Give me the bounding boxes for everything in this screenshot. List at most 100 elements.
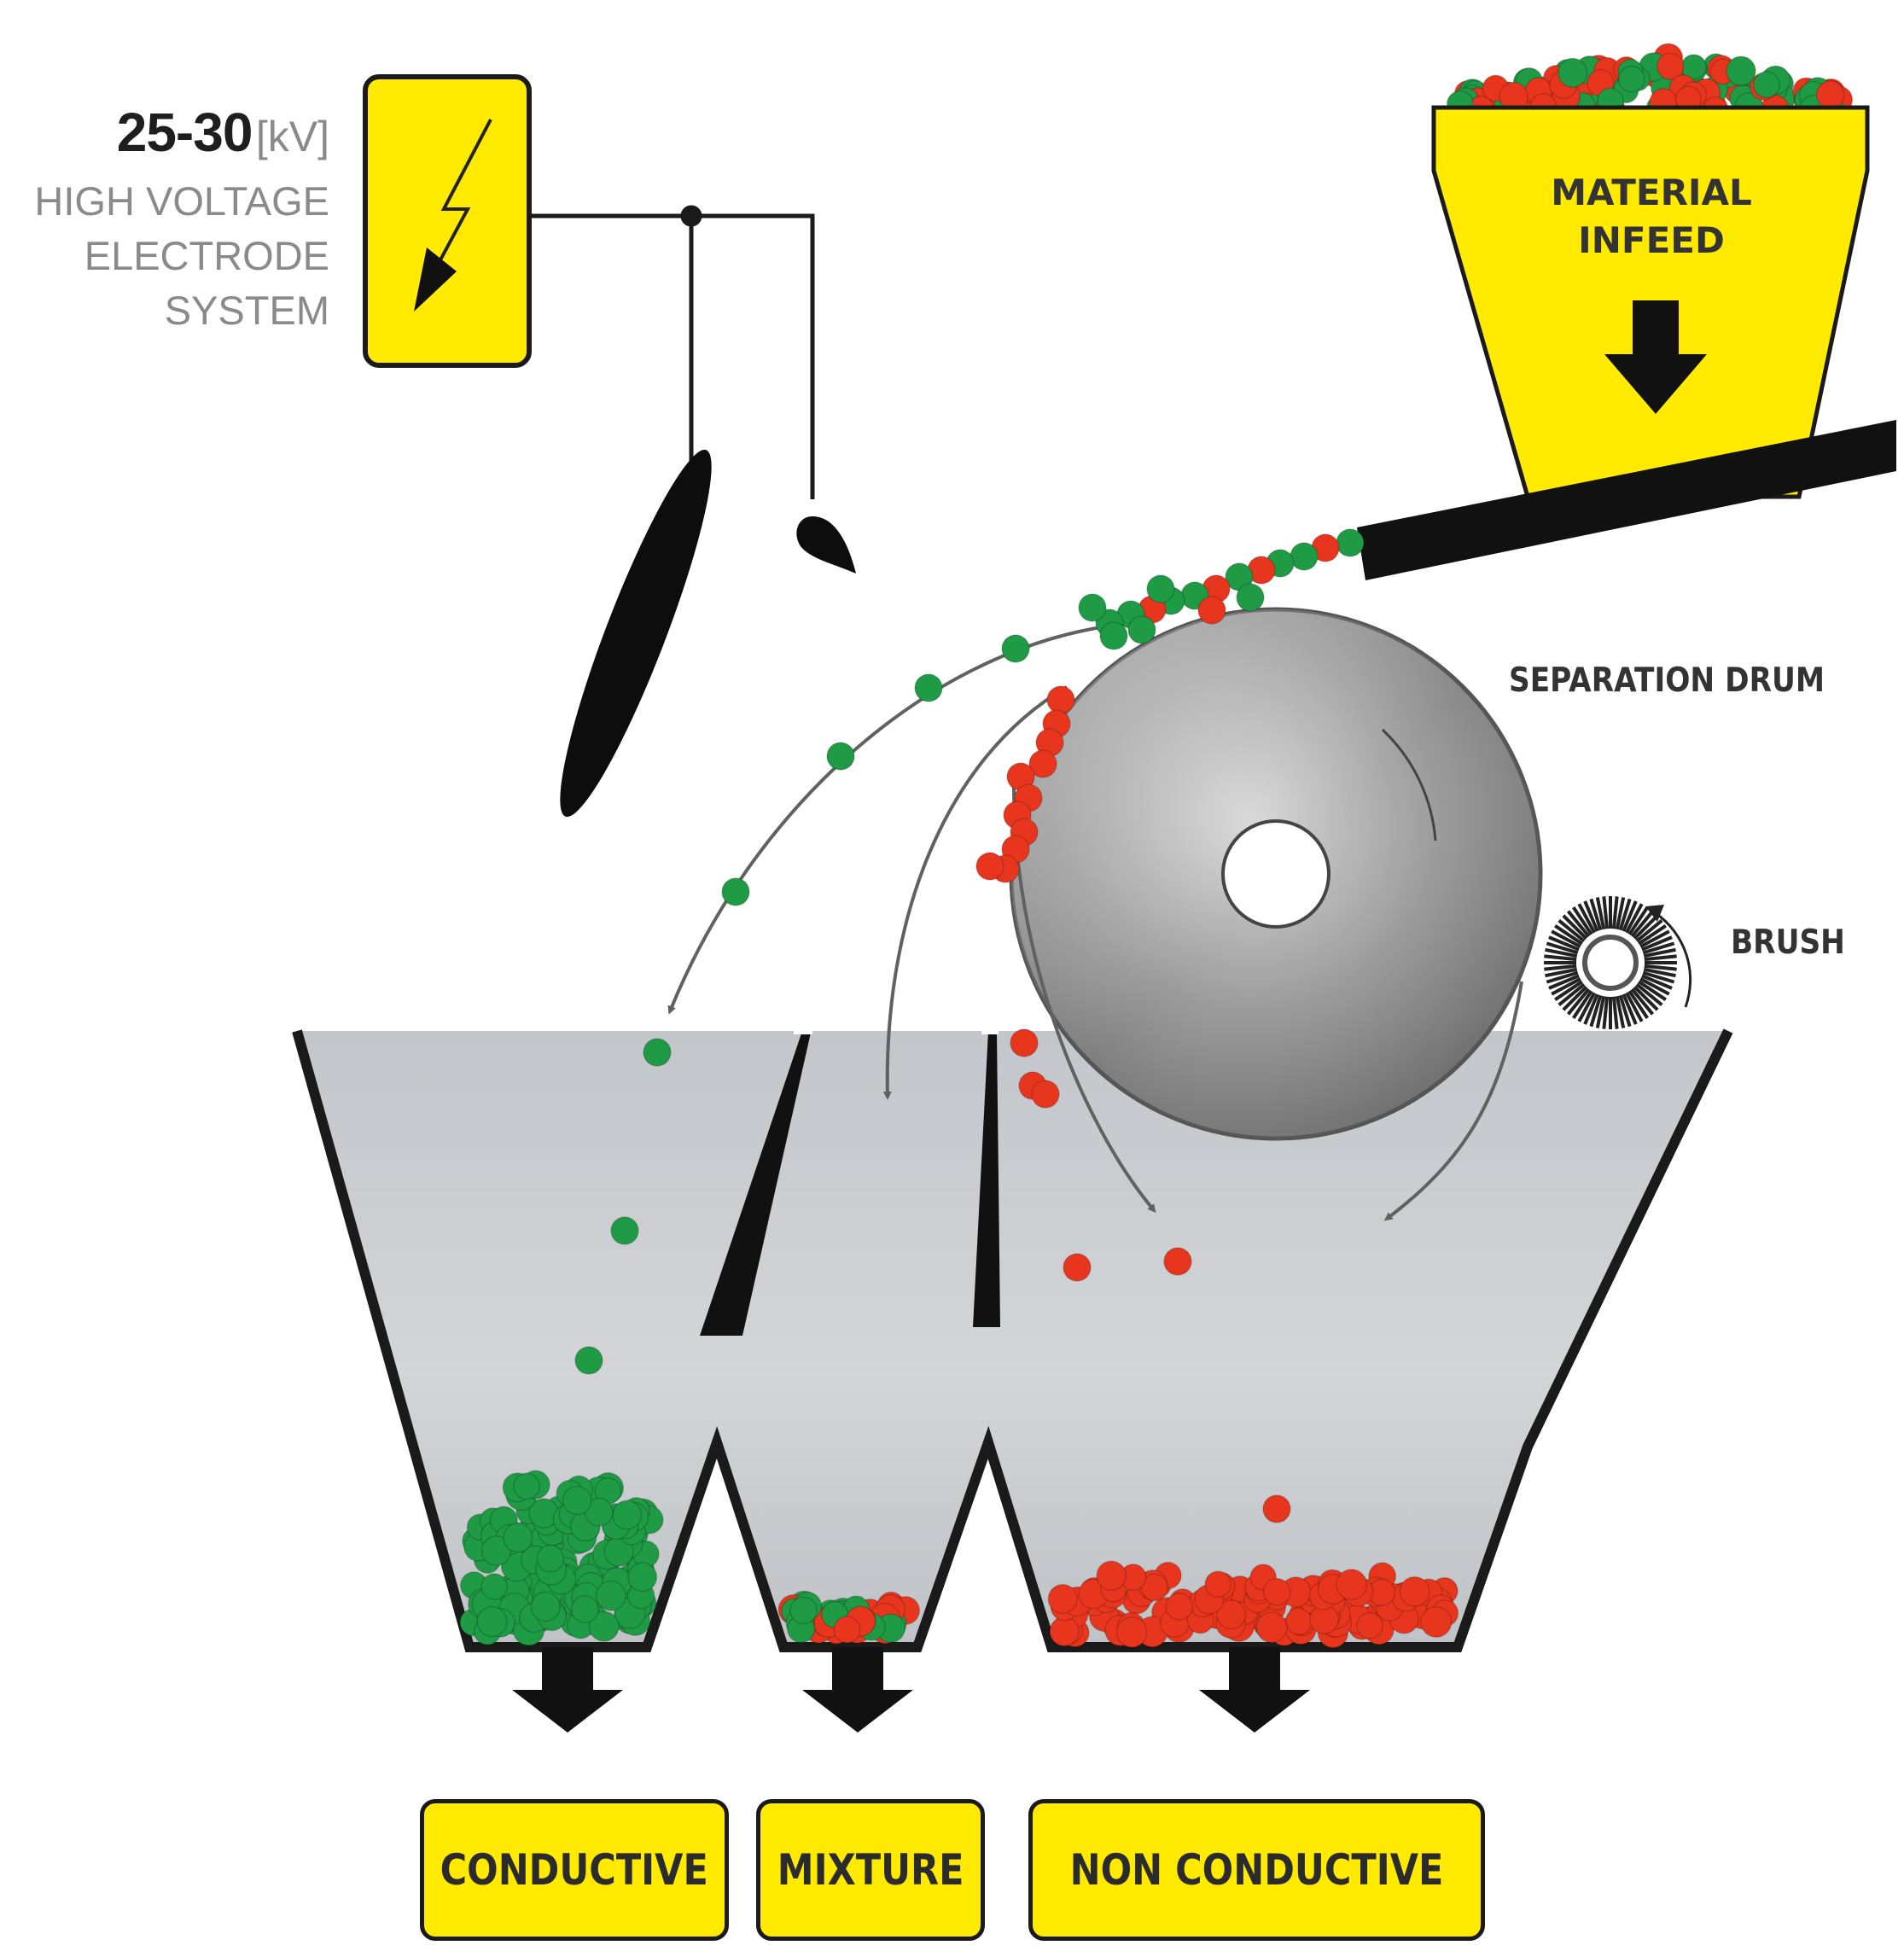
- particle-stream: [574, 528, 1365, 1523]
- red-particle: [1010, 1028, 1039, 1057]
- red-particle: [1046, 685, 1075, 714]
- red-particle: [1420, 1605, 1453, 1639]
- green-particle: [530, 1591, 561, 1622]
- red-particle: [1115, 1616, 1148, 1648]
- brush-bristle: [1638, 980, 1667, 1001]
- down-arrow-icon: [802, 1647, 913, 1733]
- red-particle: [1096, 1560, 1127, 1592]
- brush-bristle: [1548, 974, 1580, 990]
- green-particle: [562, 1485, 592, 1516]
- green-particle: [1001, 634, 1030, 663]
- red-particle: [1262, 1577, 1291, 1606]
- green-particle: [643, 1038, 672, 1067]
- conductive-label: CONDUCTIVE: [440, 1845, 709, 1895]
- green-particle: [1290, 542, 1319, 571]
- infeed-arrow-icon: [1604, 300, 1707, 414]
- red-particle: [1197, 596, 1226, 625]
- conductive-pile: [459, 1470, 664, 1646]
- conductive-output-box: CONDUCTIVE: [420, 1799, 729, 1941]
- green-particle: [480, 1573, 508, 1600]
- discharge-arrows: [512, 1647, 1310, 1733]
- high-voltage-box: [363, 74, 532, 368]
- collection-bins: [292, 1021, 1733, 1652]
- green-particle: [1236, 583, 1265, 612]
- green-particle: [476, 1605, 508, 1638]
- brush-bristle: [1602, 896, 1610, 929]
- rotation-arrow-icon: [1655, 912, 1692, 1008]
- green-particle: [570, 1594, 599, 1623]
- brush-bristle: [1558, 918, 1586, 943]
- red-particle: [1399, 1576, 1430, 1607]
- down-arrow-icon: [1199, 1647, 1310, 1733]
- brush-bristle: [1583, 900, 1599, 932]
- red-particle: [1047, 1583, 1078, 1615]
- brush-bristle: [1554, 924, 1583, 946]
- brush-bristle: [1554, 980, 1583, 1001]
- brush-bristle: [1577, 903, 1596, 934]
- brush-bristle: [1615, 995, 1626, 1028]
- green-particle: [1146, 574, 1175, 603]
- corona-electrode: [796, 516, 856, 574]
- red-particle: [1063, 1253, 1092, 1282]
- brush-bristle: [1618, 994, 1632, 1028]
- brush-bristle: [1611, 996, 1619, 1029]
- brush-bristle: [1545, 947, 1578, 958]
- voltage-value: 25-30: [116, 102, 253, 163]
- brush-bristle: [1589, 898, 1603, 931]
- non-conductive-trajectory-b: [1383, 981, 1523, 1221]
- brush-bristle: [1633, 985, 1659, 1011]
- brush-bristle: [1642, 970, 1675, 984]
- red-particle: [1356, 1611, 1383, 1640]
- brush-bristle: [1562, 914, 1588, 941]
- static-electrode: [560, 449, 712, 818]
- material-infeed-hopper: [1431, 43, 1870, 499]
- brush-bristle: [1643, 947, 1676, 958]
- brush-bristle: [1630, 987, 1655, 1016]
- green-particle: [721, 877, 750, 906]
- brush-bristle: [1546, 970, 1579, 984]
- voltage-description: HIGH VOLTAGE ELECTRODE SYSTEM: [34, 178, 329, 333]
- brush-bristle: [1558, 982, 1586, 1007]
- brush-bristle: [1551, 977, 1581, 996]
- bin-hopper: [297, 1031, 1728, 1647]
- mixed-particle: [789, 1596, 818, 1625]
- brush-bristle: [1583, 993, 1599, 1025]
- separation-drum: [1009, 607, 1543, 1141]
- splitter-blade-left: [700, 1031, 811, 1336]
- red-particle: [1262, 1494, 1291, 1523]
- red-particle: [975, 852, 1004, 881]
- brush-bristle: [1562, 985, 1588, 1011]
- green-particle: [627, 1562, 658, 1593]
- red-particle: [1028, 749, 1057, 778]
- brush-bristle: [1544, 954, 1577, 962]
- brush-bristle: [1642, 941, 1675, 955]
- brush-bristle: [1625, 992, 1644, 1022]
- brush-bristle: [1566, 987, 1591, 1016]
- mixture-trajectory: [882, 685, 1068, 1100]
- green-particle: [503, 1523, 533, 1553]
- down-arrow-icon: [512, 1647, 623, 1733]
- brush-bristle: [1602, 996, 1610, 1029]
- mixture-output-box: MIXTURE: [756, 1799, 985, 1941]
- brush-bristle: [1615, 897, 1626, 930]
- green-particle: [826, 742, 855, 771]
- brush-bristle: [1577, 992, 1596, 1022]
- brush-bristle: [1595, 995, 1606, 1028]
- lightning-icon: [429, 119, 492, 278]
- brush-bristle: [1627, 906, 1649, 935]
- red-particle: [1204, 1570, 1232, 1599]
- lightning-arrowhead: [414, 248, 457, 312]
- brush-bristle: [1625, 903, 1644, 934]
- brush-bristle: [1641, 935, 1673, 952]
- green-particle: [612, 1500, 643, 1530]
- green-particle: [1127, 615, 1156, 644]
- red-particle: [1215, 1599, 1247, 1630]
- green-particle: [914, 673, 943, 702]
- mixture-label: MIXTURE: [777, 1845, 964, 1895]
- brush-bristle: [1638, 924, 1667, 946]
- mixture-pile: [777, 1590, 921, 1645]
- brush-bristle: [1566, 910, 1591, 938]
- red-particle: [1140, 1573, 1169, 1602]
- brush-bristle: [1611, 896, 1619, 929]
- green-particle: [513, 1472, 541, 1500]
